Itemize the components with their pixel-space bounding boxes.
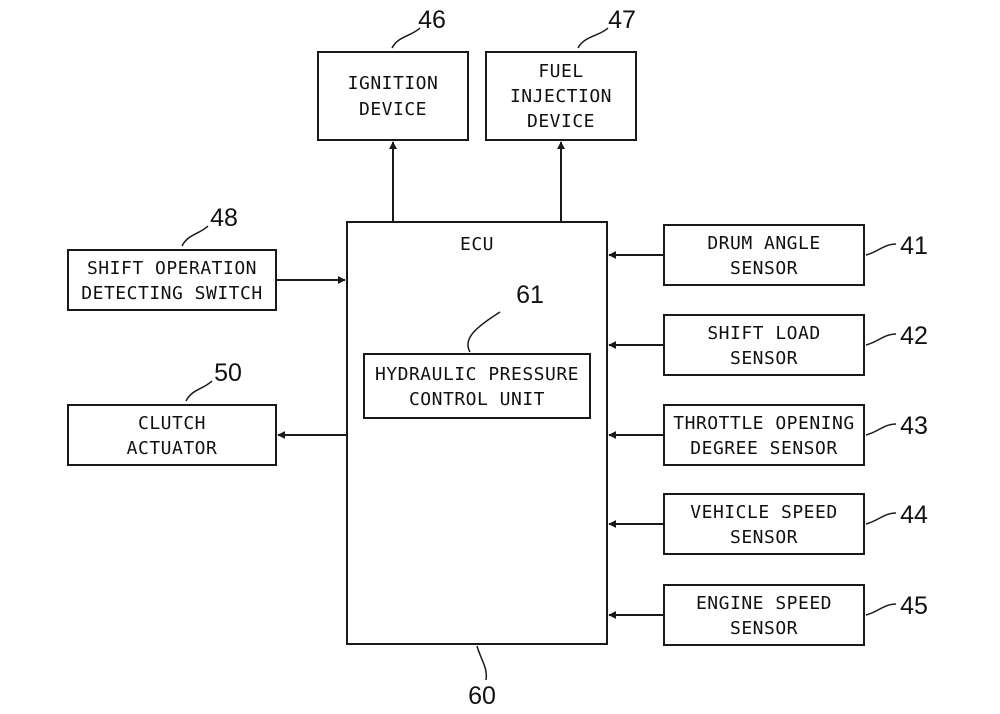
fuel-injection-device-box <box>485 51 637 141</box>
ref-46-leader <box>391 27 421 49</box>
ref-45: 45 <box>900 592 928 620</box>
engine-speed-sensor-label-line-1: ENGINE SPEED <box>696 593 832 614</box>
shift-load-sensor-label-line-2: SENSOR <box>730 348 798 369</box>
ecu-block: ECU <box>346 221 608 645</box>
clutch-actuator-box <box>67 404 277 466</box>
ignition-device-label-line-1: IGNITION <box>348 73 439 94</box>
ref-48: 48 <box>210 204 238 232</box>
ref-48-leader <box>181 225 209 247</box>
drum-angle-sensor-label-line-1: DRUM ANGLE <box>707 233 820 254</box>
ecu-label: ECU <box>460 234 494 255</box>
shift-operation-switch-label-line-2: DETECTING SWITCH <box>81 283 262 304</box>
ignition-device-label-line-2: DEVICE <box>359 99 427 120</box>
shift-operation-switch-box <box>67 249 277 311</box>
fuel-injection-device-label-line-2: INJECTION <box>510 86 612 107</box>
clutch-actuator-label-line-1: CLUTCH <box>138 413 206 434</box>
ref-45-leader <box>865 603 897 616</box>
shift-load-sensor-box <box>663 314 865 376</box>
shift-operation-switch-label-line-1: SHIFT OPERATION <box>87 258 257 279</box>
shift-operation-switch-block: SHIFT OPERATION DETECTING SWITCH <box>67 249 277 311</box>
shift-load-sensor-block: SHIFT LOAD SENSOR <box>663 314 865 376</box>
vehicle-speed-sensor-label-line-1: VEHICLE SPEED <box>690 502 837 523</box>
engine-speed-sensor-label-line-2: SENSOR <box>730 618 798 639</box>
ref-43-leader <box>865 423 897 436</box>
drum-angle-sensor-block: DRUM ANGLE SENSOR <box>663 224 865 286</box>
ref-43: 43 <box>900 412 928 440</box>
shift-load-sensor-label-line-1: SHIFT LOAD <box>707 323 820 344</box>
ref-44-leader <box>865 512 897 525</box>
throttle-opening-degree-sensor-label-line-2: DEGREE SENSOR <box>690 438 837 459</box>
ref-46: 46 <box>418 6 446 34</box>
engine-speed-sensor-block: ENGINE SPEED SENSOR <box>663 584 865 646</box>
ref-61: 61 <box>516 281 544 309</box>
ref-60: 60 <box>468 682 496 710</box>
throttle-opening-degree-sensor-label-line-1: THROTTLE OPENING <box>673 413 854 434</box>
clutch-actuator-label-line-2: ACTUATOR <box>127 438 218 459</box>
ref-50-leader <box>185 380 213 402</box>
fuel-injection-device-block: FUEL INJECTION DEVICE <box>485 51 637 141</box>
ecu-box <box>346 221 608 645</box>
hydraulic-pressure-control-unit-block: HYDRAULIC PRESSURE CONTROL UNIT <box>363 353 591 419</box>
ref-41-leader <box>865 243 897 256</box>
drum-angle-sensor-label-line-2: SENSOR <box>730 258 798 279</box>
fuel-injection-device-label-line-3: DEVICE <box>527 111 595 132</box>
throttle-opening-degree-sensor-block: THROTTLE OPENING DEGREE SENSOR <box>663 404 865 466</box>
vehicle-speed-sensor-box <box>663 493 865 555</box>
ref-50: 50 <box>214 359 242 387</box>
hydraulic-pressure-control-unit-label-line-1: HYDRAULIC PRESSURE <box>375 364 579 385</box>
hydraulic-pressure-control-unit-box <box>363 353 591 419</box>
ref-44: 44 <box>900 501 928 529</box>
ref-42-leader <box>865 333 897 346</box>
ref-47: 47 <box>608 6 636 34</box>
ref-61-leader <box>467 311 501 353</box>
ignition-device-block: IGNITION DEVICE <box>317 51 469 141</box>
vehicle-speed-sensor-block: VEHICLE SPEED SENSOR <box>663 493 865 555</box>
ref-41: 41 <box>900 232 928 260</box>
clutch-actuator-block: CLUTCH ACTUATOR <box>67 404 277 466</box>
ref-47-leader <box>577 27 609 49</box>
fuel-injection-device-label-line-1: FUEL <box>538 61 583 82</box>
ref-60-leader <box>476 645 488 681</box>
hydraulic-pressure-control-unit-label-line-2: CONTROL UNIT <box>409 389 545 410</box>
ref-42: 42 <box>900 322 928 350</box>
vehicle-speed-sensor-label-line-2: SENSOR <box>730 527 798 548</box>
ignition-device-box <box>317 51 469 141</box>
